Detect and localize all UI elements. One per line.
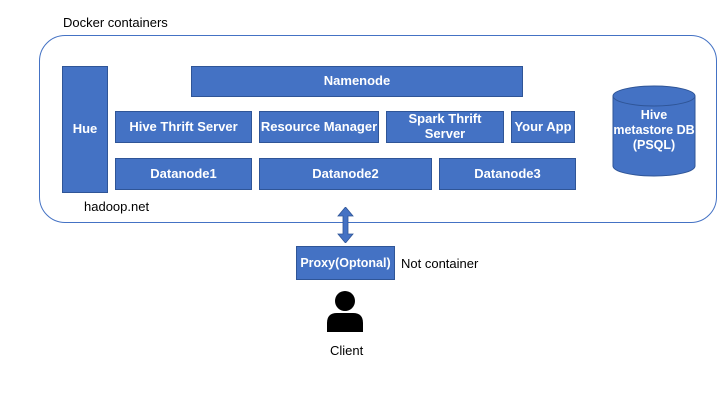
spark-thrift-server-node: Spark Thrift Server bbox=[386, 111, 504, 143]
datanode3-node: Datanode3 bbox=[439, 158, 576, 190]
metastore-line-3: (PSQL) bbox=[632, 137, 676, 152]
metastore-db-label: Hive metastore DB (PSQL) bbox=[612, 108, 696, 152]
resource-manager-node: Resource Manager bbox=[259, 111, 379, 143]
datanode1-node: Datanode1 bbox=[115, 158, 252, 190]
proxy-note: Not container bbox=[401, 256, 479, 271]
hive-thrift-server-node: Hive Thrift Server bbox=[115, 111, 252, 143]
datanode2-node: Datanode2 bbox=[259, 158, 432, 190]
database-cylinder-icon bbox=[612, 85, 696, 177]
client-label: Client bbox=[330, 343, 364, 358]
proxy-node: Proxy(Optonal) bbox=[296, 246, 395, 280]
metastore-line-1: Hive bbox=[640, 108, 668, 122]
double-arrow-icon bbox=[337, 207, 354, 243]
group-title: Docker containers bbox=[63, 15, 168, 30]
metastore-line-2: metastore DB bbox=[613, 122, 695, 137]
person-icon bbox=[327, 291, 363, 332]
your-app-node: Your App bbox=[511, 111, 575, 143]
namenode-node: Namenode bbox=[191, 66, 523, 97]
docker-containers-group bbox=[39, 35, 717, 223]
hue-node: Hue bbox=[62, 66, 108, 193]
network-label: hadoop.net bbox=[84, 199, 150, 214]
